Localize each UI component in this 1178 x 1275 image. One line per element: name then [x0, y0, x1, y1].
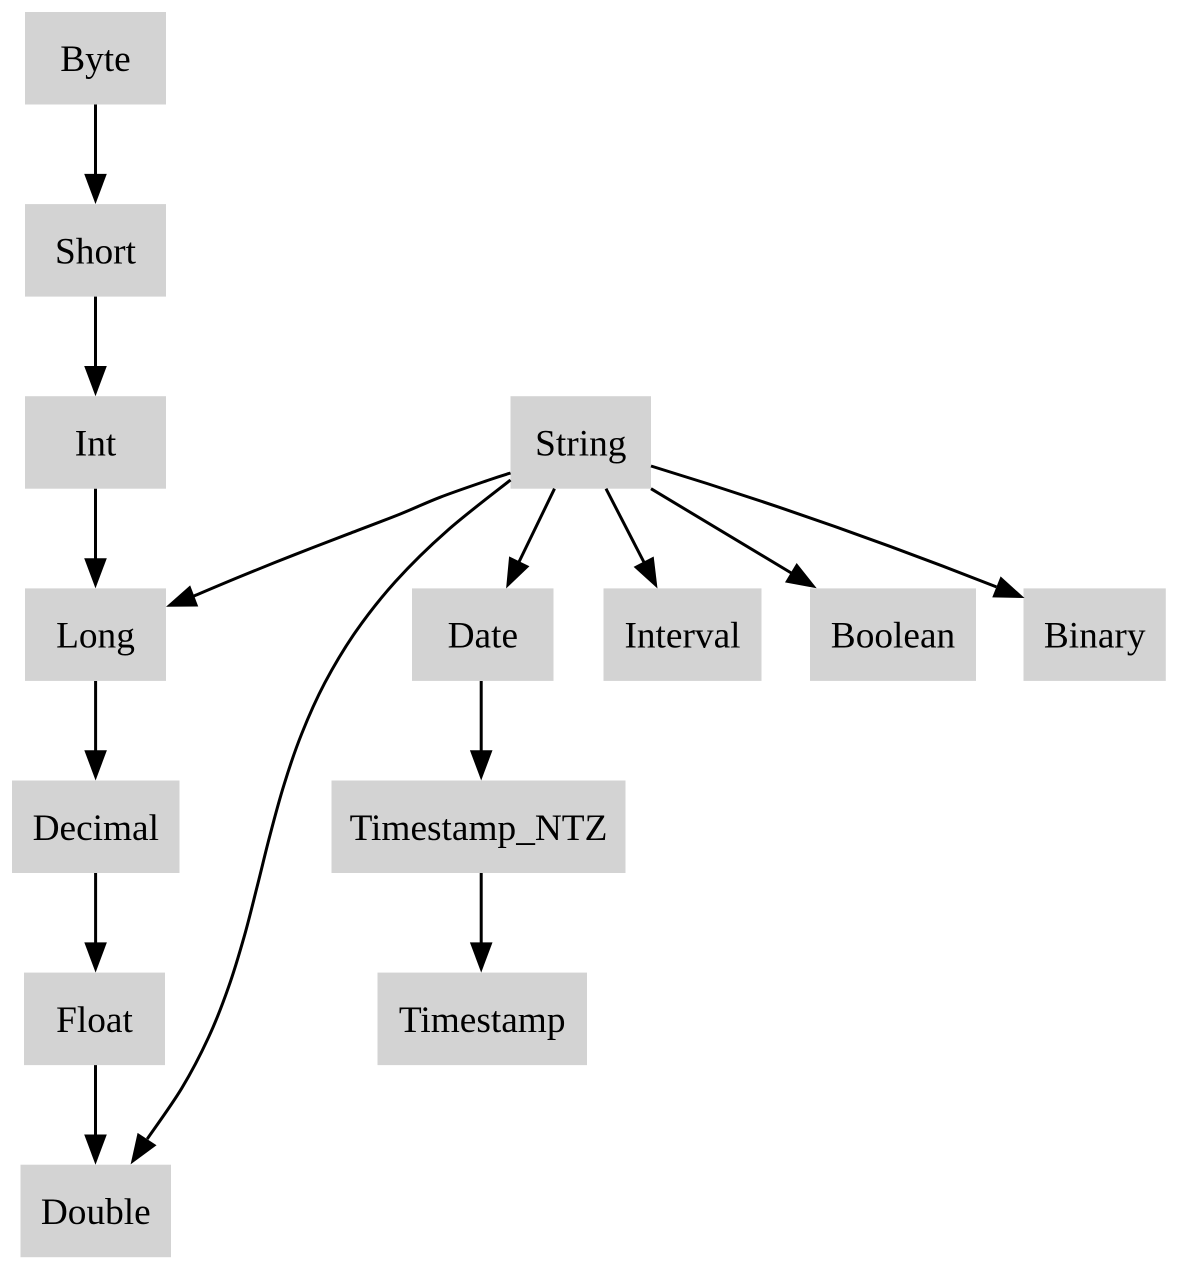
svg-text:Decimal: Decimal — [33, 808, 159, 849]
svg-text:Long: Long — [56, 616, 135, 657]
svg-text:Timestamp_NTZ: Timestamp_NTZ — [350, 808, 608, 849]
svg-text:Timestamp: Timestamp — [399, 1000, 566, 1041]
svg-text:Date: Date — [448, 616, 518, 657]
svg-text:Interval: Interval — [624, 616, 740, 657]
svg-text:Float: Float — [56, 1000, 133, 1041]
svg-text:Byte: Byte — [60, 39, 131, 80]
svg-text:String: String — [535, 423, 626, 464]
svg-text:Int: Int — [75, 423, 117, 464]
svg-text:Binary: Binary — [1044, 616, 1146, 657]
svg-text:Short: Short — [55, 231, 137, 272]
svg-text:Boolean: Boolean — [831, 616, 956, 657]
svg-text:Double: Double — [41, 1192, 151, 1233]
